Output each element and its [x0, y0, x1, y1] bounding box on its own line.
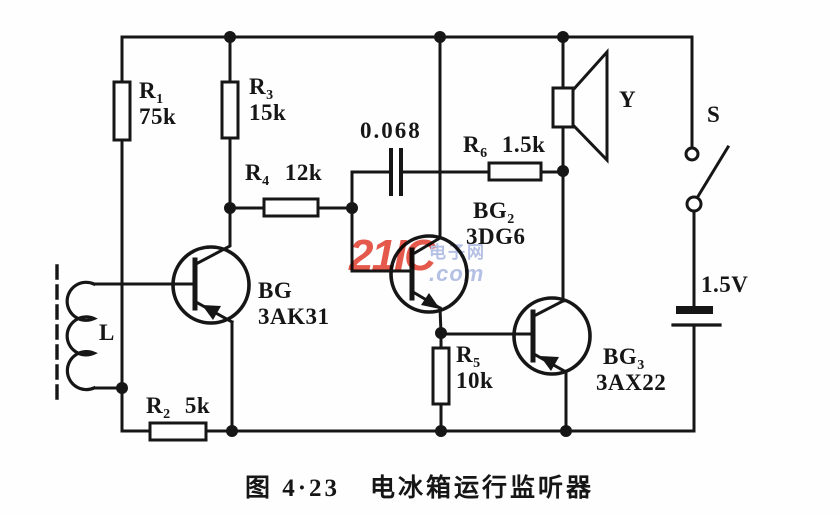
label-switch: S [707, 102, 720, 128]
r4-ref: R4 [245, 160, 270, 189]
junction-dot [557, 31, 569, 43]
r2-value: 5k [184, 393, 211, 418]
bg2-circle [389, 234, 469, 314]
resistor-r5-body [431, 346, 451, 406]
transistor-bg1-symbol [171, 206, 251, 325]
bg1-circle [171, 245, 251, 325]
label-r6: R6 1.5k [463, 132, 546, 161]
label-battery: 1.5V [701, 272, 748, 298]
r2-ref: R2 [146, 393, 171, 422]
r6-ref: R6 [463, 132, 488, 161]
label-r3: R3 15k [249, 74, 286, 126]
switch-symbol [684, 35, 731, 308]
junction-dot [435, 327, 447, 339]
capacitor-value: 0.068 [360, 118, 422, 143]
label-r4: R4 12k [245, 160, 323, 189]
resistor-r3-body [220, 80, 240, 140]
switch-blade [694, 144, 731, 201]
speaker-symbol [551, 48, 609, 164]
bg3-collector-lead [531, 298, 566, 319]
resistor-r6-body [487, 161, 543, 182]
bg1-ref: BG [258, 278, 293, 303]
resistor-r1-body [112, 80, 132, 142]
junction-dot [434, 31, 446, 43]
r6-value: 1.5k [501, 132, 546, 157]
speaker-cone [571, 48, 609, 164]
resistor-r4-body [262, 197, 320, 218]
junction-dots [116, 31, 572, 437]
label-capacitor: 0.068 [360, 118, 422, 144]
inductor-symbol [55, 264, 98, 406]
figure-caption: 图 4·23 电冰箱运行监听器 [0, 468, 839, 504]
junction-dot [224, 202, 236, 214]
speaker-ref: Y [619, 87, 637, 112]
label-r1: R1 75k [139, 78, 176, 130]
speaker-coil-box [551, 86, 575, 129]
switch-bottom-terminal [685, 195, 703, 213]
bg3-type: 3AX22 [596, 369, 667, 395]
inductor-coil [65, 280, 98, 392]
junction-dot [116, 382, 128, 394]
figure-title: 电冰箱运行监听器 [370, 475, 595, 502]
junction-dot [435, 425, 447, 437]
r1-value: 75k [139, 103, 177, 129]
label-bg2: BG2 3DG6 [466, 198, 526, 250]
junction-dot [557, 165, 569, 177]
label-speaker: Y [619, 87, 636, 113]
capacitor-symbol [389, 148, 403, 196]
r5-value: 10k [456, 367, 494, 393]
bg2-type: 3DG6 [466, 223, 526, 249]
bg2-emitter-arrow [421, 293, 440, 309]
bg3-circle [512, 296, 592, 376]
bg2-ref: BG2 [473, 198, 515, 227]
bg3-emitter-arrow [540, 356, 559, 371]
r1-ref: R1 [139, 78, 164, 107]
switch-top-terminal [684, 146, 700, 162]
bg2-collector-lead [410, 235, 443, 257]
transistor-bg3-symbol [512, 296, 592, 376]
battery-value: 1.5V [701, 272, 749, 297]
junction-dot [346, 202, 358, 214]
inductor-ref: L [99, 320, 115, 345]
junction-dot [226, 425, 238, 437]
battery-symbol [671, 306, 722, 433]
label-r5: R5 10k [456, 342, 493, 394]
figure-number: 图 4·23 [244, 475, 341, 502]
label-inductor: L [99, 320, 115, 346]
r4-value: 12k [284, 160, 323, 185]
switch-ref: S [707, 102, 721, 127]
resistors [112, 80, 543, 442]
bg1-type: 3AK31 [258, 303, 330, 329]
junction-dot [224, 31, 236, 43]
r5-ref: R5 [456, 342, 481, 371]
r3-value: 15k [249, 99, 287, 125]
label-bg1: BG 3AK31 [258, 278, 330, 330]
bg1-emitter-arrow [202, 305, 221, 320]
label-bg3: BG3 3AX22 [596, 344, 666, 396]
resistor-r2-body [148, 421, 208, 442]
transistor-bg2-symbol [389, 234, 469, 314]
bg3-ref: BG3 [603, 344, 645, 373]
r3-ref: R3 [249, 74, 274, 103]
bg1-collector-lead [193, 206, 232, 267]
junction-dot [560, 425, 572, 437]
label-r2: R2 5k [146, 393, 211, 422]
